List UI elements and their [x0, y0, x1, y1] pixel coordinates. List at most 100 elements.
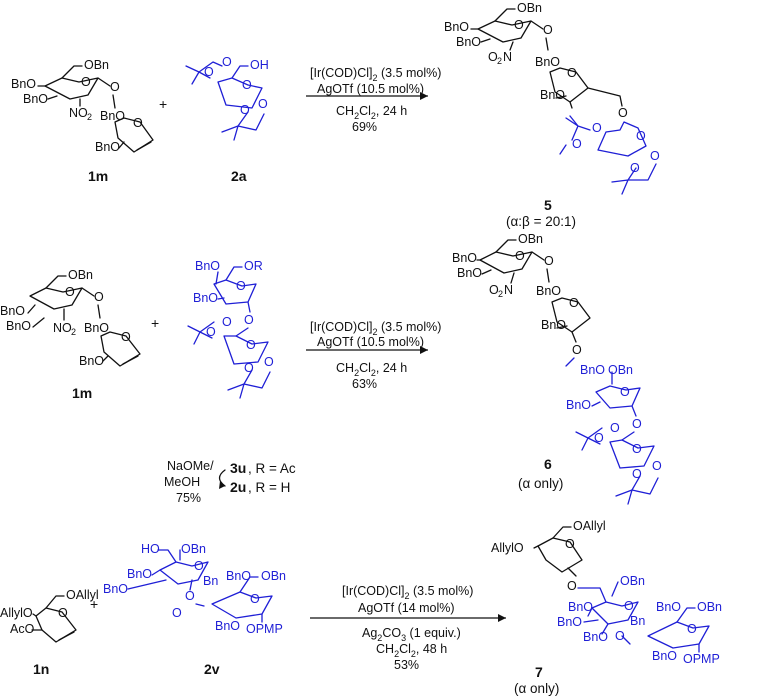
- svg-text:CH2Cl2, 24 h: CH2Cl2, 24 h: [336, 104, 407, 121]
- nitrogen-label: N: [504, 283, 513, 297]
- obn-label: OBn: [620, 574, 645, 588]
- bno-label: BnO: [23, 92, 48, 106]
- selectivity-note: (α:β = 20:1): [506, 214, 576, 229]
- bno-label: BnO: [6, 319, 31, 333]
- acetal-oxygen: O: [630, 161, 640, 175]
- ring-oxygen: O: [121, 330, 131, 344]
- reaction-arrow-row1: [Ir(COD)Cl]2 (3.5 mol%) AgOTf (10.5 mol%…: [306, 66, 441, 134]
- allylo-label: AllylO: [491, 541, 524, 555]
- acetal-oxygen: O: [206, 325, 216, 339]
- bno-label: BnO: [652, 649, 677, 663]
- compound-1n-label: 1n: [33, 661, 49, 677]
- bno-label: BnO: [100, 109, 125, 123]
- catalyst-sub: 2: [373, 327, 378, 337]
- bno-label: BnO: [193, 291, 218, 305]
- acetal-oxygen: O: [650, 149, 660, 163]
- additive-sub: 3: [401, 633, 406, 643]
- r-h-text: , R = H: [248, 480, 290, 495]
- bno-label: BnO: [557, 615, 582, 629]
- acetal-oxygen: O: [204, 65, 214, 79]
- solvent-text: CH: [376, 642, 394, 656]
- compound-3u-label: 3u: [230, 460, 246, 476]
- donor-1n: OAllyl O AllylO AcO 1n: [0, 588, 99, 677]
- bno-label: BnO: [195, 259, 220, 273]
- silver-triflate-text: AgOTf (10.5 mol%): [317, 335, 424, 349]
- acetal-oxygen: O: [222, 55, 232, 69]
- oh-label: OH: [250, 58, 269, 72]
- acetal-oxygen: O: [240, 103, 250, 117]
- yield-text: 63%: [352, 377, 377, 391]
- yield-text: 53%: [394, 658, 419, 672]
- bno-label: BnO: [79, 354, 104, 368]
- compound-2v-label: 2v: [204, 661, 220, 677]
- catalyst-sub: 2: [405, 591, 410, 601]
- compound-1m-label: 1m: [88, 168, 108, 184]
- ring-oxygen: O: [133, 116, 143, 130]
- obn-label: OBn: [68, 268, 93, 282]
- acetal-oxygen: O: [572, 137, 582, 151]
- oallyl-label: OAllyl: [66, 588, 99, 602]
- compound-2a-label: 2a: [231, 168, 247, 184]
- additive-text: Ag: [362, 626, 377, 640]
- bno-label: BnO: [84, 321, 109, 335]
- nitro-label: O: [62, 321, 72, 335]
- ring-oxygen: O: [515, 249, 525, 263]
- bno-label: BnO: [568, 600, 593, 614]
- bno-label: BnO: [103, 582, 128, 596]
- catalyst-loading: (3.5 mol%): [410, 584, 474, 598]
- catalyst-loading: (3.5 mol%): [378, 320, 442, 334]
- opmp-label: OPMP: [683, 652, 720, 666]
- additive-sub: 2: [377, 633, 382, 643]
- acetal-oxygen: O: [652, 459, 662, 473]
- bn-label: Bn: [630, 614, 645, 628]
- selectivity-note: (α only): [518, 476, 563, 491]
- ring-oxygen: O: [636, 129, 646, 143]
- ring-oxygen: O: [65, 285, 75, 299]
- ring-oxygen: O: [632, 442, 642, 456]
- link-oxygen: O: [618, 106, 628, 120]
- solvent-sub: 2: [371, 111, 376, 121]
- compound-1m-label: 1m: [72, 385, 92, 401]
- nitro-label: O: [78, 106, 88, 120]
- acceptor-2a: OH O O O O O 2a: [185, 55, 269, 184]
- solvent-sub: 2: [354, 368, 359, 378]
- bno-label: BnO: [0, 304, 25, 318]
- opmp-label: OPMP: [246, 622, 283, 636]
- solvent-text: CH: [336, 361, 354, 375]
- catalyst-text: [Ir(COD)Cl]: [342, 584, 405, 598]
- obn-label: OBn: [517, 1, 542, 15]
- bno-label: BnO: [580, 363, 605, 377]
- nitro-label: O: [488, 50, 498, 64]
- ring-oxygen: O: [624, 599, 634, 613]
- ring-oxygen: O: [236, 279, 246, 293]
- bno-label: BnO: [536, 284, 561, 298]
- svg-text:CH2Cl2, 24 h: CH2Cl2, 24 h: [336, 361, 407, 378]
- ring-oxygen: O: [620, 385, 630, 399]
- product-6: OBn O O BnO BnO N O 2 BnO O BnO O BnO OB…: [452, 232, 662, 505]
- r-ac-text: , R = Ac: [248, 461, 296, 476]
- catalyst-sub: 2: [373, 73, 378, 83]
- catalyst-text: [Ir(COD)Cl]: [310, 320, 373, 334]
- obn-label: OBn: [261, 569, 286, 583]
- deprotection-yield: 75%: [176, 491, 201, 505]
- svg-text:Ag2CO3 (1 equiv.): Ag2CO3 (1 equiv.): [362, 626, 461, 643]
- compound-7-label: 7: [535, 664, 543, 680]
- yield-text: 69%: [352, 120, 377, 134]
- ring-oxygen: O: [569, 296, 579, 310]
- obn-label: OBn: [608, 363, 633, 377]
- link-oxygen: O: [567, 579, 577, 593]
- product-7: OAllyl O AllylO O OBn O BnO BnO BnO Bn O…: [491, 519, 722, 696]
- nitro-sub: 2: [71, 327, 76, 337]
- selectivity-note: (α only): [514, 681, 559, 696]
- link-oxygen: O: [172, 606, 182, 620]
- bno-label: BnO: [444, 20, 469, 34]
- nitro-sub: 2: [497, 56, 502, 66]
- additive-equiv: (1 equiv.): [406, 626, 461, 640]
- ring-oxygen: O: [246, 338, 256, 352]
- bno-label: BnO: [226, 569, 251, 583]
- nitrogen-label: N: [503, 50, 512, 64]
- bno-label: BnO: [11, 77, 36, 91]
- svg-text:[Ir(COD)Cl]2 (3.5 mol%): [Ir(COD)Cl]2 (3.5 mol%): [310, 320, 441, 337]
- acetal-oxygen: O: [222, 315, 232, 329]
